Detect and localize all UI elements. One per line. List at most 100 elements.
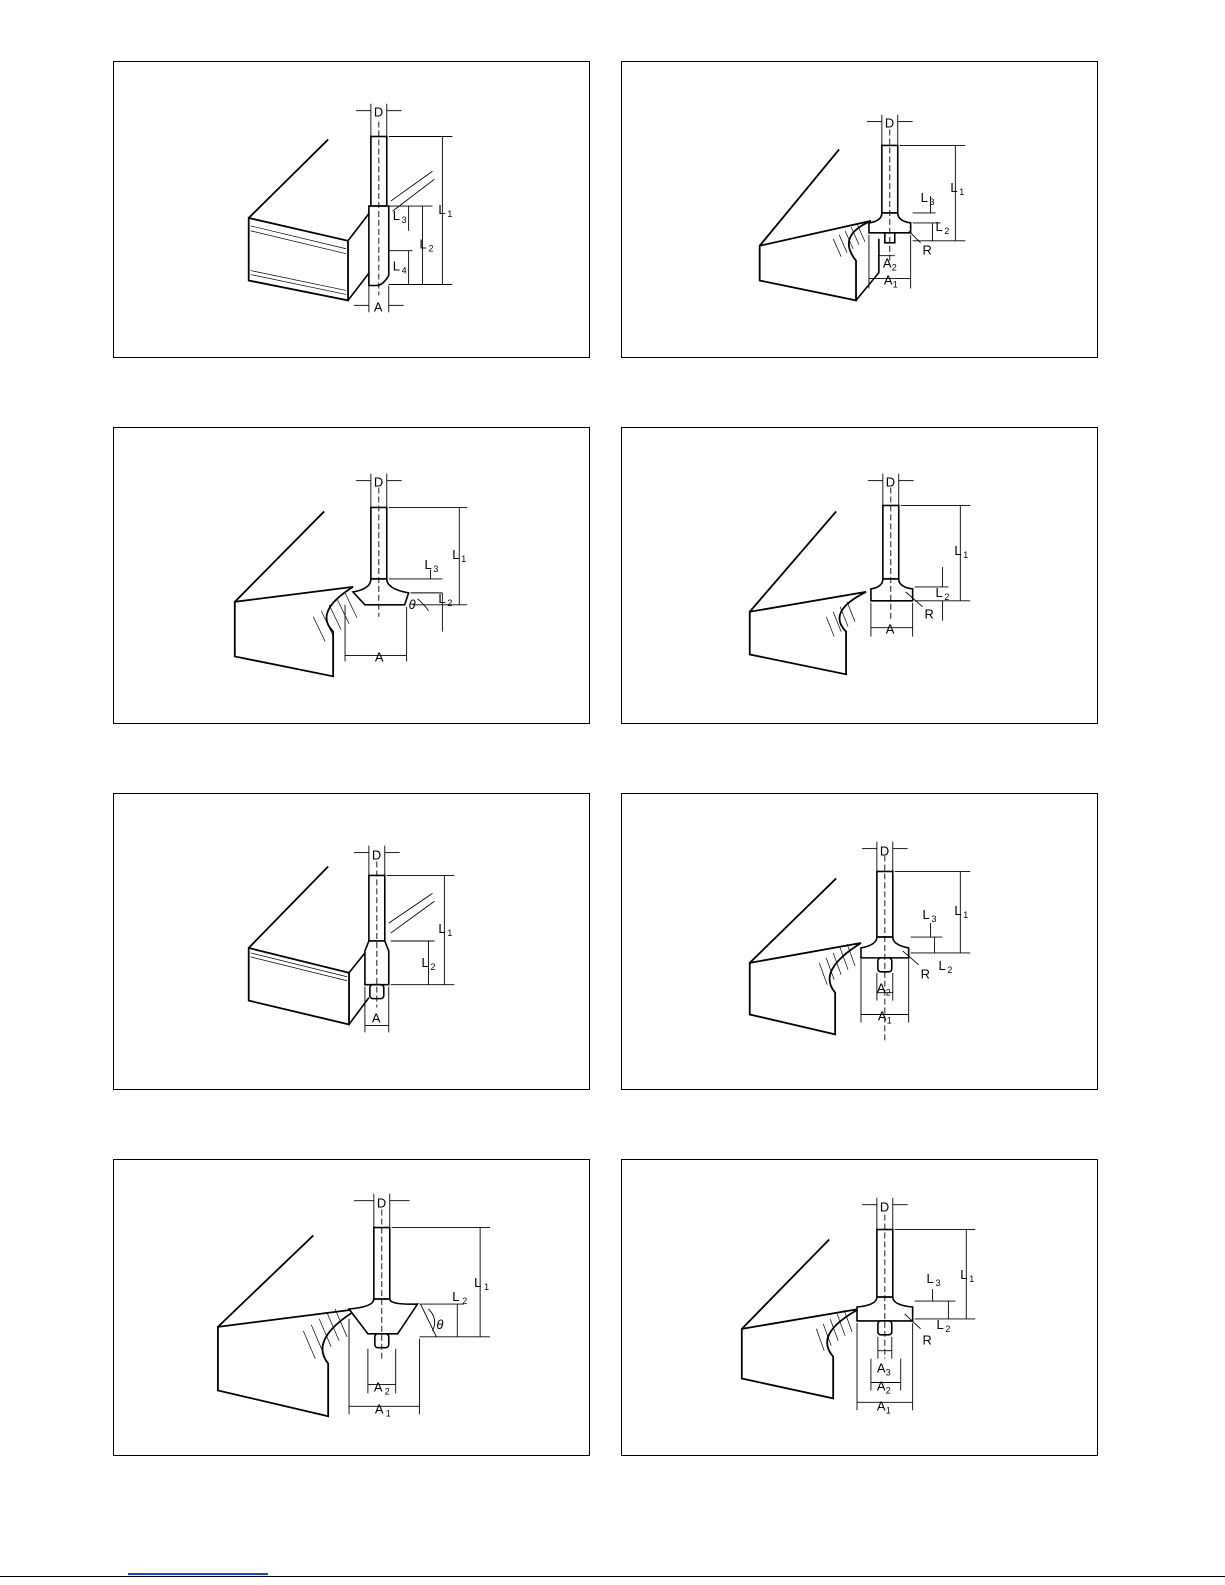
svg-text:2: 2 [947, 965, 952, 975]
svg-text:3: 3 [932, 914, 937, 924]
svg-text:1: 1 [959, 187, 964, 197]
label-l1: L [950, 180, 957, 195]
chamfer-bearing-bit-diagram: D L 1 L 2 θ A 2 A 1 [114, 1160, 589, 1455]
workpiece-edge [235, 511, 324, 601]
label-theta: θ [436, 1317, 443, 1332]
label-a3: A [877, 1361, 886, 1376]
footer-link-underline [128, 1573, 268, 1575]
label-l2: L [420, 237, 427, 252]
cove-bit-diagram: D L 1 L 2 L 3 R A 2 A 1 [622, 62, 1097, 357]
profile-edge [856, 239, 879, 301]
label-a: A [372, 1010, 381, 1025]
label-l3: L [923, 907, 930, 922]
label-l2: L [438, 591, 445, 606]
ogee-bearing-bit-diagram: D L 1 L 2 L 3 R A 3 A 2 A 1 [622, 1160, 1097, 1455]
label-r: R [923, 1333, 932, 1348]
workpiece-end [235, 587, 353, 676]
label-d: D [377, 1196, 386, 1211]
label-l1: L [452, 547, 459, 562]
bit-cutter [349, 1299, 418, 1334]
label-l1: L [438, 202, 445, 217]
svg-text:1: 1 [447, 209, 452, 219]
svg-text:1: 1 [893, 279, 898, 289]
workpiece-edge [249, 139, 328, 217]
svg-text:2: 2 [944, 226, 949, 236]
workpiece-edge [249, 867, 328, 948]
label-theta: θ [409, 597, 416, 612]
cove-bearing-bit-diagram: D L 1 L 2 L 3 R A 2 A 1 [622, 794, 1097, 1089]
workpiece-end [750, 592, 866, 674]
label-a2: A [877, 1378, 886, 1393]
svg-text:2: 2 [447, 598, 452, 608]
label-l3: L [393, 208, 400, 223]
svg-text:3: 3 [402, 215, 407, 225]
svg-text:1: 1 [963, 550, 968, 560]
label-r: R [923, 243, 932, 258]
label-l1: L [954, 543, 961, 558]
workpiece-end [742, 1309, 859, 1398]
label-l1: L [960, 1267, 967, 1282]
label-l2: L [935, 585, 942, 600]
label-d: D [374, 105, 383, 120]
workpiece-edge [750, 511, 836, 611]
svg-text:2: 2 [886, 1385, 891, 1395]
label-d: D [372, 848, 381, 863]
label-r: R [925, 607, 934, 622]
chamfer-bit-diagram: D L 1 L 2 L 3 θ A [114, 428, 589, 723]
bit-cutter [353, 579, 409, 605]
label-d: D [886, 475, 895, 490]
svg-text:1: 1 [447, 928, 452, 938]
label-l3: L [921, 190, 928, 205]
label-l1: L [438, 921, 445, 936]
svg-text:3: 3 [935, 1278, 940, 1288]
label-l2: L [938, 958, 945, 973]
svg-text:4: 4 [402, 266, 407, 276]
label-l2: L [935, 219, 942, 234]
svg-text:1: 1 [484, 1282, 489, 1292]
svg-text:2: 2 [886, 988, 891, 998]
svg-text:1: 1 [386, 1408, 391, 1418]
label-l2: L [452, 1289, 459, 1304]
label-l2: L [422, 955, 429, 970]
svg-text:3: 3 [930, 197, 935, 207]
label-a: A [375, 649, 384, 664]
svg-text:3: 3 [886, 1368, 891, 1378]
label-l1: L [954, 903, 961, 918]
chip-strip [391, 171, 435, 211]
svg-text:2: 2 [385, 1386, 390, 1396]
svg-text:3: 3 [433, 564, 438, 574]
panel-flush-trim-bit: D L 1 L 2 A [113, 793, 590, 1090]
bit-cutter [871, 579, 913, 601]
label-l3: L [927, 1271, 934, 1286]
label-a1: A [878, 1008, 887, 1023]
chip-strip [389, 893, 435, 933]
svg-text:2: 2 [462, 1296, 467, 1306]
workpiece-end [249, 948, 349, 1024]
workpiece-end [750, 943, 861, 1034]
panel-chamfer-bit: D L 1 L 2 L 3 θ A [113, 427, 590, 724]
svg-text:2: 2 [892, 263, 897, 273]
label-a2: A [877, 981, 886, 996]
svg-text:2: 2 [945, 1324, 950, 1334]
label-r: R [921, 967, 930, 982]
label-a1: A [884, 272, 893, 287]
svg-text:1: 1 [461, 554, 466, 564]
groove-face [348, 211, 371, 300]
label-a2: A [883, 256, 892, 271]
panel-straight-bit: D L 1 L 2 L 3 L 4 A [113, 61, 590, 358]
panel-roundover-bit: D L 1 L 2 R A [621, 427, 1098, 724]
label-a: A [374, 299, 383, 314]
panel-ogee-bearing-bit: D L 1 L 2 L 3 R A 3 A 2 A 1 [621, 1159, 1098, 1456]
roundover-bit-diagram: D L 1 L 2 R A [622, 428, 1097, 723]
label-l4: L [393, 259, 400, 274]
label-d: D [880, 844, 889, 859]
svg-text:2: 2 [430, 962, 435, 972]
label-a1: A [877, 1398, 886, 1413]
label-l3: L [425, 557, 432, 572]
svg-text:1: 1 [887, 1015, 892, 1025]
workpiece-edge [218, 1235, 313, 1326]
svg-text:1: 1 [886, 1405, 891, 1415]
workpiece-end [760, 221, 871, 300]
svg-text:1: 1 [969, 1274, 974, 1284]
panel-cove-bearing-bit: D L 1 L 2 L 3 R A 2 A 1 [621, 793, 1098, 1090]
